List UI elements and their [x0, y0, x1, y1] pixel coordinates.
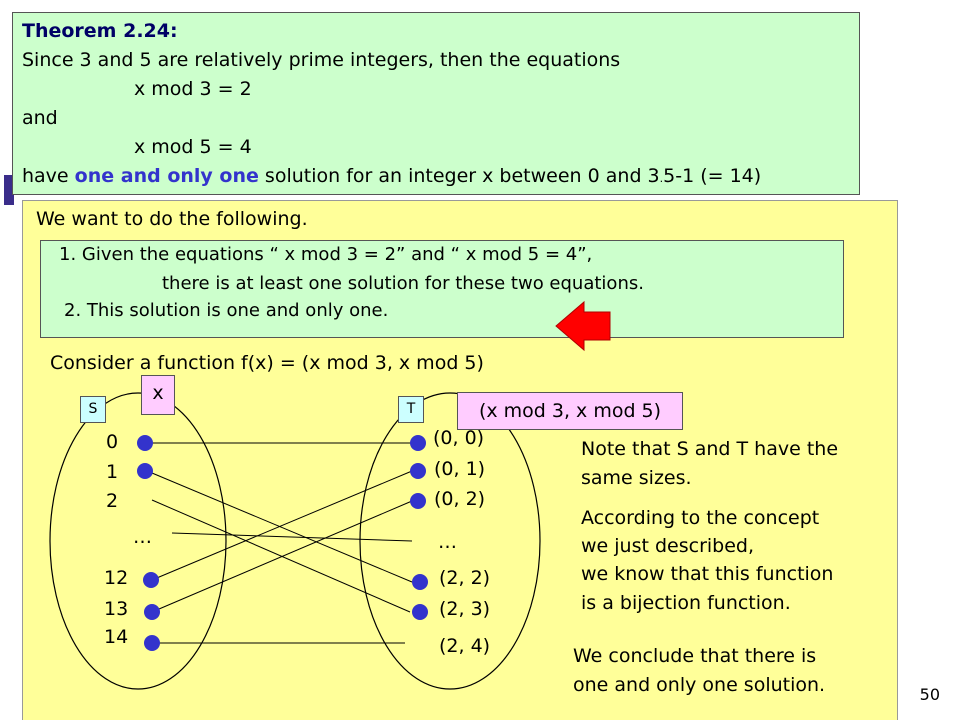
theorem-emphasis: one and only one	[74, 165, 259, 187]
conclusion-line-2: one and only one solution.	[573, 674, 826, 696]
slide-accent-bar	[4, 175, 14, 205]
s-node	[137, 435, 153, 451]
mapping-line	[171, 532, 413, 542]
mapping-line	[151, 499, 411, 613]
s-item-label: 14	[104, 626, 129, 648]
set-t-label: T	[398, 396, 424, 423]
s-item-label: …	[133, 526, 152, 548]
t-item-label: (0, 1)	[434, 458, 486, 480]
x-label-box: x	[141, 375, 175, 415]
theorem-equation-2: x mod 5 = 4	[134, 136, 252, 158]
s-node	[144, 635, 160, 651]
s-item-label: 2	[106, 490, 119, 512]
t-item-label: (2, 4)	[439, 635, 491, 657]
theorem-box: Theorem 2.24: Since 3 and 5 are relative…	[12, 12, 860, 195]
mapping-label-box: (x mod 3, x mod 5)	[457, 392, 683, 430]
theorem-conclusion-pre: have	[22, 165, 75, 187]
theorem-equation-1: x mod 3 = 2	[134, 78, 252, 100]
step-1-line-b: there is at least one solution for these…	[162, 273, 644, 294]
theorem-conclusion-end: 5-1 (= 14)	[663, 165, 762, 187]
s-node	[143, 572, 159, 588]
t-item-label: (0, 2)	[434, 488, 486, 510]
page-number: 50	[919, 685, 940, 704]
t-item-label: …	[438, 531, 457, 553]
set-s-ellipse	[49, 392, 227, 690]
note-concept-line-1: According to the concept	[581, 507, 820, 529]
t-node	[412, 574, 428, 590]
intro-text: We want to do the following.	[36, 208, 308, 230]
set-s-label: S	[80, 396, 106, 423]
s-item-label: 0	[106, 431, 119, 453]
t-node	[412, 604, 428, 620]
note-sizes-line-1: Note that S and T have the	[581, 438, 839, 460]
mapping-line	[151, 500, 413, 613]
s-item-label: 12	[104, 567, 129, 589]
s-item-label: 1	[106, 461, 119, 483]
theorem-and: and	[22, 107, 58, 129]
t-node	[410, 493, 426, 509]
note-concept-line-4: is a bijection function.	[581, 592, 791, 614]
steps-box	[40, 240, 844, 338]
theorem-title: Theorem 2.24:	[22, 20, 178, 42]
mapping-line	[151, 470, 413, 581]
conclusion-line-1: We conclude that there is	[573, 645, 817, 667]
step-1-line-a: 1. Given the equations “ x mod 3 = 2” an…	[59, 244, 593, 265]
theorem-conclusion-mid: solution for an integer x between 0 and …	[258, 165, 660, 187]
t-item-label: (2, 3)	[439, 598, 491, 620]
mapping-line	[151, 472, 413, 583]
step-2: 2. This solution is one and only one.	[64, 300, 389, 321]
t-node	[410, 435, 426, 451]
note-concept-line-3: we know that this function	[581, 563, 834, 585]
set-t-ellipse	[359, 392, 541, 690]
t-item-label: (2, 2)	[439, 567, 491, 589]
s-node	[137, 463, 153, 479]
function-definition: Consider a function f(x) = (x mod 3, x m…	[50, 352, 484, 374]
theorem-multiply-dot: .	[659, 172, 664, 185]
theorem-conclusion: have one and only one solution for an in…	[22, 162, 859, 193]
s-item-label: 13	[104, 598, 129, 620]
note-concept-line-2: we just described,	[581, 535, 755, 557]
note-sizes-line-2: same sizes.	[581, 467, 692, 489]
theorem-line-1: Since 3 and 5 are relatively prime integ…	[22, 49, 621, 71]
s-node	[144, 604, 160, 620]
t-item-label: (0, 0)	[433, 427, 485, 449]
t-node	[410, 463, 426, 479]
pointer-arrow-icon	[555, 300, 611, 352]
